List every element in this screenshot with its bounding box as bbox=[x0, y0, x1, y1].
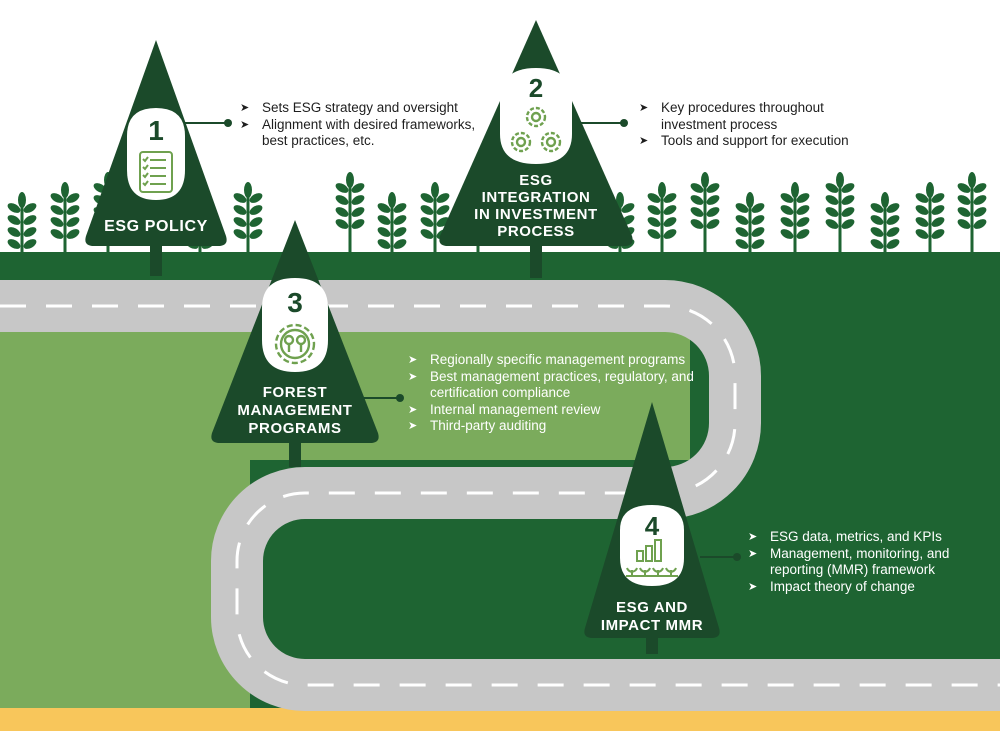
stage-1-title-line-1: ESG POLICY bbox=[104, 218, 208, 235]
background-tree bbox=[780, 182, 810, 252]
stage-1-bullet-2: Alignment with desired frameworks, best … bbox=[238, 117, 478, 150]
background-tree bbox=[870, 192, 900, 252]
background-tree bbox=[7, 192, 37, 252]
background-tree bbox=[647, 182, 677, 252]
stage-2-title-line-3: IN INVESTMENT bbox=[474, 206, 598, 223]
stage-2-number: 2 bbox=[529, 73, 543, 103]
background-tree bbox=[690, 172, 720, 252]
gear-trees-icon bbox=[274, 323, 316, 365]
connector-4 bbox=[700, 553, 741, 561]
stage-1-bullet-1: Sets ESG strategy and oversight bbox=[238, 100, 478, 117]
stage-4-title-line-1: ESG AND bbox=[616, 599, 688, 616]
stage-3-title-line-1: FOREST bbox=[263, 384, 327, 401]
stage-3-number: 3 bbox=[287, 287, 303, 318]
stage-4-bullets: ESG data, metrics, and KPIs Management, … bbox=[746, 529, 966, 595]
background-tree bbox=[735, 192, 765, 252]
stage-1-tree: 1 ESG POLICY bbox=[85, 40, 227, 276]
stage-4-number: 4 bbox=[645, 511, 660, 541]
stage-3-bullet-1: Regionally specific management programs bbox=[406, 352, 696, 369]
stage-3-bullet-4: Third-party auditing bbox=[406, 418, 696, 435]
background-tree bbox=[335, 172, 365, 252]
stage-1-bullets: Sets ESG strategy and oversight Alignmen… bbox=[238, 100, 478, 150]
stage-2-tree: 2 ESG INTEGRATION IN INVESTMENT PROCESS bbox=[439, 20, 633, 278]
stage-3-bullets: Regionally specific management programs … bbox=[406, 352, 696, 435]
gears-icon bbox=[510, 106, 562, 153]
stage-4-title-line-2: IMPACT MMR bbox=[601, 617, 703, 634]
yellow-ground-strip bbox=[0, 708, 1000, 731]
background-tree bbox=[50, 182, 80, 252]
stage-3-tree: 3 FOREST MANAGEMENT PROGRAMS bbox=[211, 220, 379, 467]
stage-4-bullet-1: ESG data, metrics, and KPIs bbox=[746, 529, 966, 546]
stage-3-title-line-3: PROGRAMS bbox=[248, 420, 341, 437]
background-tree bbox=[915, 182, 945, 252]
background-tree bbox=[377, 192, 407, 252]
stage-3-title-line-2: MANAGEMENT bbox=[237, 402, 352, 419]
background-tree bbox=[957, 172, 987, 252]
checklist-scroll-icon bbox=[139, 151, 173, 193]
stage-2-title-line-2: INTEGRATION bbox=[482, 189, 591, 206]
bar-chart-seedlings-icon bbox=[626, 539, 678, 577]
light-green-field-lower bbox=[0, 460, 250, 708]
background-tree bbox=[420, 182, 450, 252]
background-tree bbox=[825, 172, 855, 252]
stage-3-bullet-3: Internal management review bbox=[406, 402, 696, 419]
stage-2-title-line-4: PROCESS bbox=[497, 223, 575, 240]
stage-4-bullet-2: Management, monitoring, and reporting (M… bbox=[746, 546, 966, 579]
stage-2-title-line-1: ESG bbox=[519, 172, 552, 189]
stage-3-bullet-2: Best management practices, regulatory, a… bbox=[406, 369, 696, 402]
stage-2-bullet-1: Key procedures throughout investment pro… bbox=[637, 100, 877, 133]
stage-2-bullets: Key procedures throughout investment pro… bbox=[637, 100, 877, 150]
stage-2-bullet-2: Tools and support for execution bbox=[637, 133, 877, 150]
stage-4-tree: 4 ESG AND IMPACT MMR bbox=[584, 402, 720, 654]
stage-1-number: 1 bbox=[148, 115, 164, 146]
road-center-line bbox=[0, 304, 1000, 687]
background-tree bbox=[233, 182, 263, 252]
connector-1 bbox=[185, 119, 232, 127]
stage-4-bullet-3: Impact theory of change bbox=[746, 579, 966, 596]
